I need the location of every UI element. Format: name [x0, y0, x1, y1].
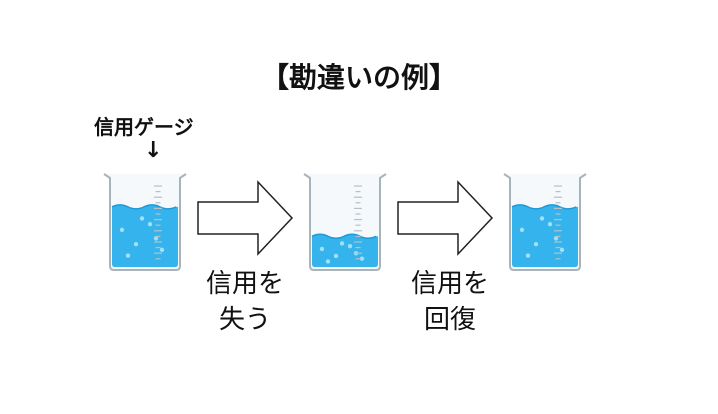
beaker-svg — [103, 173, 187, 271]
bubble — [347, 244, 353, 249]
caption-line-1: 信用を — [410, 269, 489, 299]
water-fill — [512, 204, 578, 267]
bubble — [139, 216, 145, 221]
bubble — [519, 227, 525, 233]
arrow-shape — [197, 180, 294, 256]
down-arrow-icon: ↓ — [144, 138, 163, 163]
beaker-full — [102, 168, 188, 272]
bubble — [539, 216, 545, 221]
water-surface — [311, 233, 377, 240]
bubble — [547, 221, 553, 227]
caption-line-2: 回復 — [423, 305, 476, 335]
bubble — [525, 253, 531, 258]
bubble — [325, 259, 331, 264]
trust-gauge-label: 信用ゲージ — [94, 115, 194, 139]
caption-lose-trust: 信用を 失う — [175, 266, 315, 338]
caption-line-2: 失う — [218, 305, 271, 335]
right-arrow-icon — [396, 180, 494, 256]
bubble — [359, 256, 365, 261]
bubble — [153, 236, 159, 241]
arrow-shape — [397, 180, 494, 256]
bubble — [559, 247, 565, 253]
beaker-svg — [503, 173, 587, 271]
bubble — [125, 253, 131, 258]
arrow-svg — [197, 180, 294, 256]
bubble — [333, 253, 339, 259]
bubble — [533, 241, 539, 247]
bubble — [339, 241, 345, 246]
water-fill — [112, 204, 178, 267]
diagram-title: 【勘違いの例】 — [260, 61, 457, 94]
bubble — [553, 236, 559, 241]
right-arrow-icon — [196, 180, 294, 256]
beaker-recovered — [502, 168, 588, 272]
bubble — [133, 241, 139, 247]
beaker-low — [302, 168, 388, 272]
beaker-svg — [303, 173, 387, 271]
bubble — [147, 221, 153, 227]
water-surface — [111, 204, 177, 210]
arrow-svg — [397, 180, 494, 256]
bubble — [319, 246, 325, 252]
caption-line-1: 信用を — [205, 269, 284, 299]
bubble — [159, 247, 165, 253]
water-surface — [511, 204, 577, 210]
bubble — [119, 227, 125, 233]
caption-recover-trust: 信用を 回復 — [380, 266, 520, 338]
